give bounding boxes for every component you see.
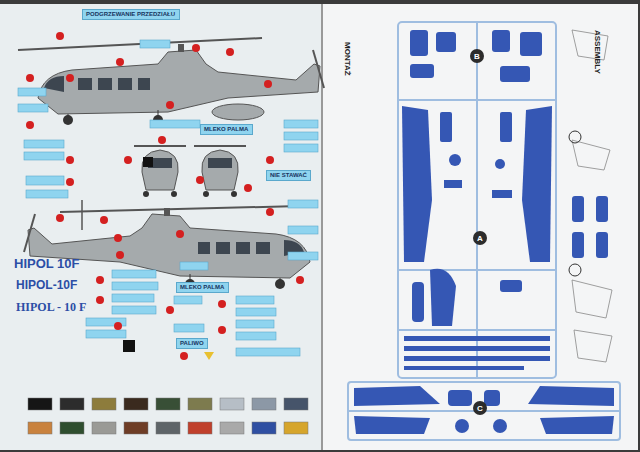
sprue-letter: A [477,234,483,243]
sprue-letter: B [474,52,480,61]
decal-text: NIE STAWAĆ [270,172,307,179]
decal-box: MLEKO PALMA [200,124,253,135]
decal-box: MLEKO PALMA [176,282,229,293]
decal-box: PALIWO [176,338,208,349]
decal-text: MLEKO PALMA [204,126,249,133]
decal-box: NIE STAWAĆ [266,170,311,181]
decal-box: PODGRZEWANIE PRZEDZIAŁU [82,9,180,20]
decal-lettering: HIPOL 10F [14,256,80,271]
decal-text: PALIWO [180,340,204,347]
decal-text: MLEKO PALMA [180,284,225,291]
section-heading: ASSEMBLY [593,30,602,74]
decal-lettering: HIPOL-10F [16,278,77,292]
decal-lettering: HIPOL - 10 F [16,300,86,315]
section-heading: MONTAŻ [343,42,352,76]
sprue-letter: C [477,404,483,413]
decal-text: PODGRZEWANIE PRZEDZIAŁU [86,11,176,18]
